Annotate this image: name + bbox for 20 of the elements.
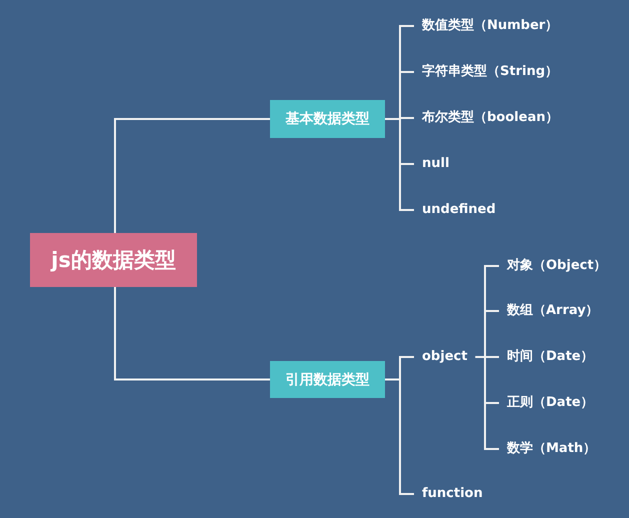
type-label: 数组（Array） [499,300,607,322]
topic-box: js的数据类型 [30,233,197,287]
type-label: undefined [414,199,504,221]
type-label: 数值类型（Number） [414,15,566,37]
type-label: function [414,483,491,505]
connector-line [385,118,414,211]
type-label: 正则（Date） [499,392,602,414]
type-label: 布尔类型（boolean） [414,107,566,129]
connector-line [114,118,270,233]
type-label: 对象（Object） [499,255,615,277]
type-label: object [414,346,476,368]
connector-line [114,287,270,380]
connector-line [475,356,499,450]
type-label: 数学（Math） [499,438,604,460]
type-label: 字符串类型（String） [414,61,566,83]
type-label: null [414,153,458,175]
type-label: 时间（Date） [499,346,602,368]
connector-line [385,378,414,495]
category-box: 基本数据类型 [270,100,385,138]
category-box: 引用数据类型 [270,361,385,398]
